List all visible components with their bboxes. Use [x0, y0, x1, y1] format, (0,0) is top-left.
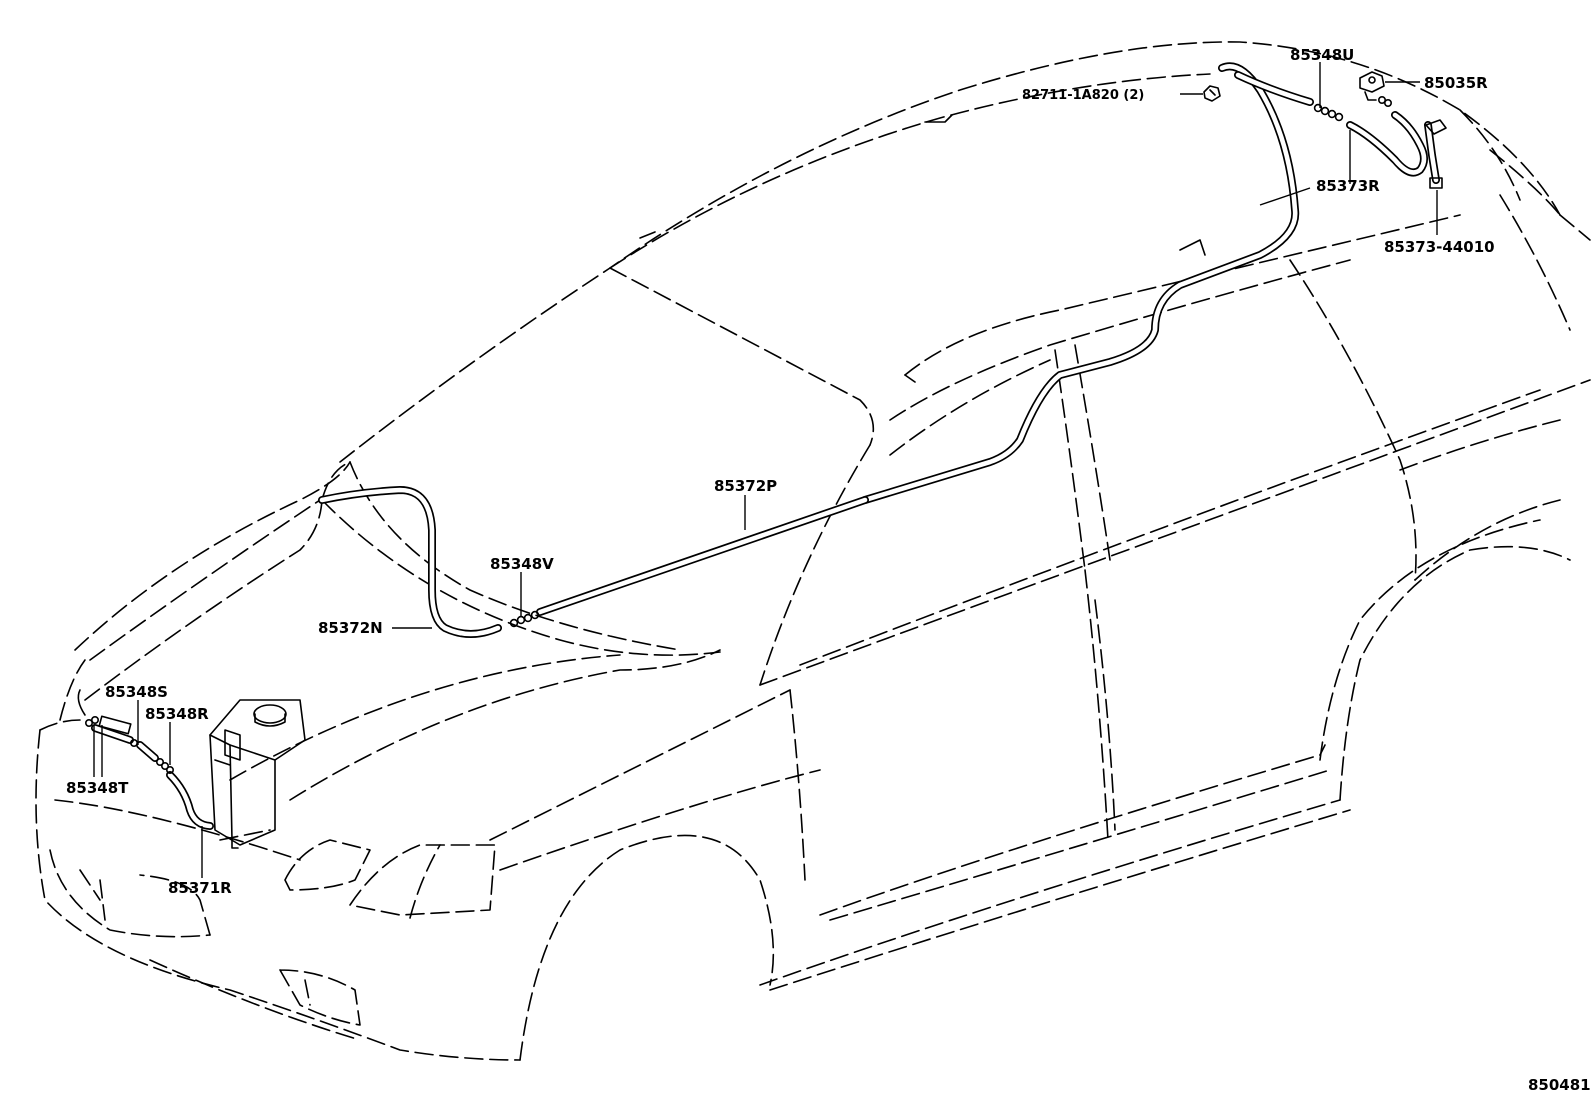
label-85348V: 85348V [490, 555, 554, 573]
label-82711-1A820: 82711-1A820 (2) [1022, 88, 1144, 103]
label-85348R: 85348R [145, 705, 209, 723]
label-85348S: 85348S [105, 683, 168, 701]
car-body-outline [35, 41, 1591, 1061]
hose-joints [85, 96, 1393, 774]
label-85372P: 85372P [714, 477, 777, 495]
label-85373R: 85373R [1316, 177, 1380, 195]
label-85372N: 85372N [318, 619, 383, 637]
label-85035R: 85035R [1424, 74, 1488, 92]
figure-number: 850481 [1528, 1076, 1591, 1094]
rear-connector [1425, 119, 1447, 189]
part-labels: 85348U 85035R 82711-1A820 (2) 85373R 853… [66, 46, 1495, 897]
rear-washer-nozzle [1359, 71, 1385, 101]
label-85348T: 85348T [66, 779, 129, 797]
label-85371R: 85371R [168, 879, 232, 897]
leader-lines [93, 62, 1438, 878]
washer-tank [209, 699, 306, 849]
label-85373-44010: 85373-44010 [1384, 238, 1495, 256]
front-joint-pieces [98, 715, 132, 735]
hose-clip [1203, 85, 1221, 102]
label-85348U: 85348U [1290, 46, 1354, 64]
washer-hoses [77, 62, 1440, 830]
